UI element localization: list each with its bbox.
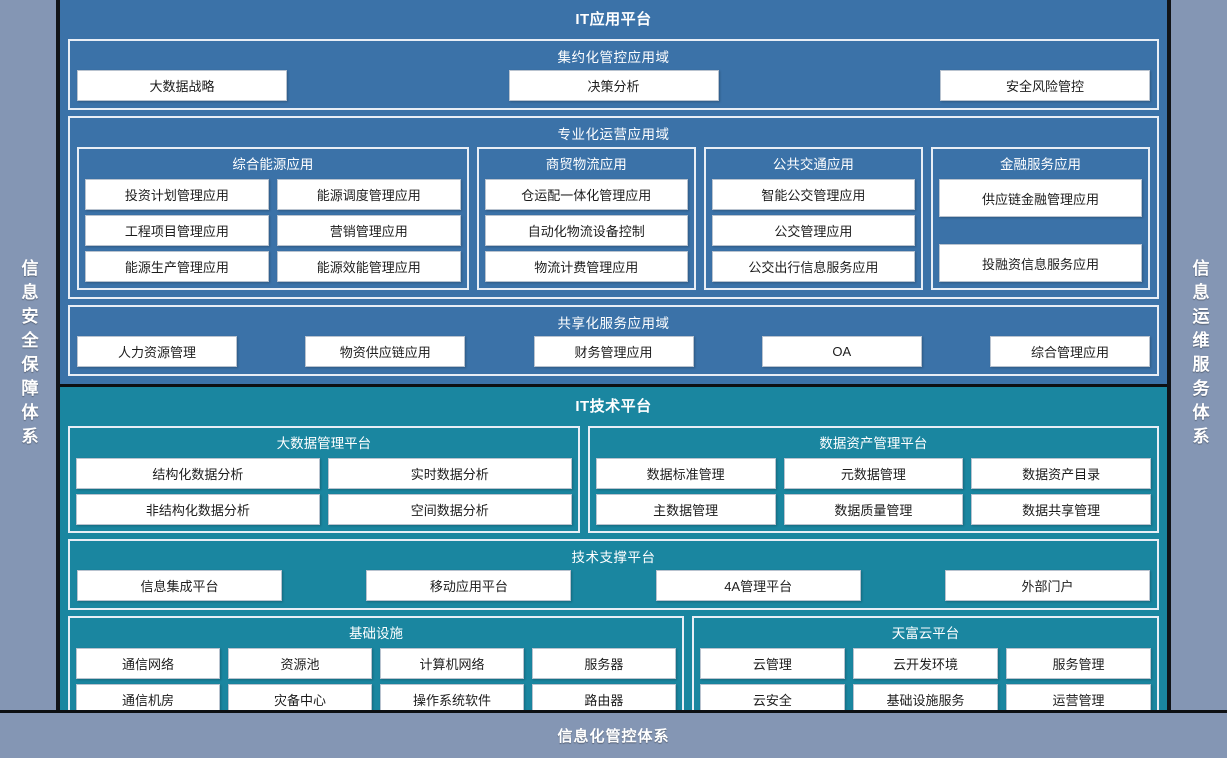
- band-shared-services: 共享化服务应用域 人力资源管理 物资供应链应用 财务管理应用 OA 综合管理应用: [68, 305, 1159, 376]
- platform-stack: IT应用平台 集约化管控应用域 大数据战略 决策分析 安全风险管控 专业化运营应…: [56, 0, 1171, 731]
- chip-logistics-billing-mgmt[interactable]: 物流计费管理应用: [484, 251, 688, 282]
- group-grid: 智能公交管理应用 公交管理应用 公交出行信息服务应用: [711, 179, 915, 282]
- group-grid: 云管理 云开发环境 服务管理 云安全 基础设施服务 运营管理: [699, 648, 1151, 715]
- chip-investment-financing-info-service[interactable]: 投融资信息服务应用: [938, 244, 1142, 282]
- chip-warehouse-transport-integrated[interactable]: 仓运配一体化管理应用: [484, 179, 688, 210]
- band-professional-operations: 专业化运营应用域 综合能源应用 投资计划管理应用 能源调度管理应用 工程项目管理…: [68, 116, 1159, 299]
- group-title: 数据资产管理平台: [819, 436, 928, 451]
- bottom-bar-label: 信息化管控体系: [557, 728, 670, 745]
- chip-resource-pool[interactable]: 资源池: [227, 648, 372, 679]
- chip-bus-mgmt[interactable]: 公交管理应用: [711, 215, 915, 246]
- chip-realtime-data-analysis[interactable]: 实时数据分析: [327, 458, 572, 489]
- group-grid: 结构化数据分析 实时数据分析 非结构化数据分析 空间数据分析: [76, 458, 572, 525]
- bottom-bar-informatization-governance: 信息化管控体系: [0, 710, 1227, 758]
- chip-unstructured-data-analysis[interactable]: 非结构化数据分析: [76, 494, 320, 525]
- band-title: 共享化服务应用域: [557, 316, 670, 331]
- chip-bus-travel-info-service[interactable]: 公交出行信息服务应用: [711, 251, 915, 282]
- left-rail-information-security: 信息安全保障体系: [0, 0, 56, 710]
- band-title: 集约化管控应用域: [557, 50, 670, 65]
- band-intensive-management: 集约化管控应用域 大数据战略 决策分析 安全风险管控: [68, 39, 1159, 110]
- group-title: 天富云平台: [891, 626, 960, 641]
- chip-engineering-project-mgmt[interactable]: 工程项目管理应用: [85, 215, 269, 246]
- chip-operations-mgmt[interactable]: 运营管理: [1005, 684, 1151, 715]
- group-title: 公共交通应用: [772, 157, 854, 172]
- group-data-asset-platform: 数据资产管理平台 数据标准管理 元数据管理 数据资产目录 主数据管理 数据质量管…: [587, 426, 1159, 533]
- group-tianfu-cloud-platform: 天富云平台 云管理 云开发环境 服务管理 云安全 基础设施服务 运营管理: [691, 616, 1159, 723]
- chip-infrastructure-service[interactable]: 基础设施服务: [852, 684, 998, 715]
- chip-mobile-app-platform[interactable]: 移动应用平台: [366, 570, 572, 601]
- group-container: 综合能源应用 投资计划管理应用 能源调度管理应用 工程项目管理应用 营销管理应用…: [77, 147, 1150, 290]
- app-platform-title: IT应用平台: [575, 11, 652, 28]
- tech-platform-title: IT技术平台: [575, 398, 652, 415]
- chip-big-data-strategy[interactable]: 大数据战略: [77, 70, 287, 101]
- chip-supply-chain-finance-mgmt[interactable]: 供应链金融管理应用: [938, 179, 1142, 217]
- band-chip-row: 人力资源管理 物资供应链应用 财务管理应用 OA 综合管理应用: [77, 336, 1150, 367]
- group-big-data-platform: 大数据管理平台 结构化数据分析 实时数据分析 非结构化数据分析 空间数据分析: [68, 426, 580, 533]
- group-grid: 投资计划管理应用 能源调度管理应用 工程项目管理应用 营销管理应用 能源生产管理…: [85, 179, 461, 282]
- chip-server[interactable]: 服务器: [531, 648, 676, 679]
- chip-marketing-mgmt[interactable]: 营销管理应用: [276, 215, 461, 246]
- group-title: 大数据管理平台: [276, 436, 372, 451]
- chip-decision-analysis[interactable]: 决策分析: [508, 70, 719, 101]
- chip-placeholder: [939, 222, 1142, 239]
- chip-energy-efficiency-mgmt[interactable]: 能源效能管理应用: [276, 251, 461, 282]
- group-title: 综合能源应用: [232, 157, 314, 172]
- chip-service-mgmt[interactable]: 服务管理: [1005, 648, 1151, 679]
- chip-data-sharing-mgmt[interactable]: 数据共享管理: [971, 494, 1151, 525]
- chip-metadata-mgmt[interactable]: 元数据管理: [783, 458, 964, 489]
- chip-operating-system-software[interactable]: 操作系统软件: [379, 684, 524, 715]
- chip-communication-room[interactable]: 通信机房: [76, 684, 220, 715]
- chip-human-resources-mgmt[interactable]: 人力资源管理: [77, 336, 237, 367]
- chip-cloud-security[interactable]: 云安全: [699, 684, 845, 715]
- group-title: 商贸物流应用: [545, 157, 627, 172]
- chip-finance-mgmt-app[interactable]: 财务管理应用: [533, 336, 694, 367]
- group-commerce-logistics: 商贸物流应用 仓运配一体化管理应用 自动化物流设备控制 物流计费管理应用: [476, 147, 696, 290]
- chip-spatial-data-analysis[interactable]: 空间数据分析: [327, 494, 572, 525]
- chip-data-asset-catalog[interactable]: 数据资产目录: [971, 458, 1151, 489]
- right-rail-label: 信息运维服务体系: [1189, 259, 1209, 451]
- group-grid: 数据标准管理 元数据管理 数据资产目录 主数据管理 数据质量管理 数据共享管理: [595, 458, 1151, 525]
- chip-computer-network[interactable]: 计算机网络: [379, 648, 524, 679]
- chip-cloud-dev-environment[interactable]: 云开发环境: [852, 648, 998, 679]
- chip-data-standard-mgmt[interactable]: 数据标准管理: [595, 458, 776, 489]
- band-title: 专业化运营应用域: [557, 127, 670, 142]
- group-grid: 仓运配一体化管理应用 自动化物流设备控制 物流计费管理应用: [484, 179, 688, 282]
- chip-investment-plan-mgmt[interactable]: 投资计划管理应用: [85, 179, 269, 210]
- chip-structured-data-analysis[interactable]: 结构化数据分析: [76, 458, 320, 489]
- right-rail-it-operations: 信息运维服务体系: [1171, 0, 1227, 710]
- group-grid: 通信网络 资源池 计算机网络 服务器 通信机房 灾备中心 操作系统软件 路由器: [76, 648, 676, 715]
- chip-security-risk-control[interactable]: 安全风险管控: [940, 70, 1150, 101]
- group-public-transport: 公共交通应用 智能公交管理应用 公交管理应用 公交出行信息服务应用: [703, 147, 923, 290]
- chip-material-supply-chain-app[interactable]: 物资供应链应用: [305, 336, 466, 367]
- chip-external-portal[interactable]: 外部门户: [944, 570, 1150, 601]
- band-chip-row: 信息集成平台 移动应用平台 4A管理平台 外部门户: [77, 570, 1150, 601]
- chip-cloud-mgmt[interactable]: 云管理: [699, 648, 845, 679]
- band-data-platforms: 大数据管理平台 结构化数据分析 实时数据分析 非结构化数据分析 空间数据分析 数…: [68, 426, 1159, 533]
- group-title: 金融服务应用: [999, 157, 1081, 172]
- chip-automated-logistics-equipment[interactable]: 自动化物流设备控制: [484, 215, 688, 246]
- chip-master-data-mgmt[interactable]: 主数据管理: [595, 494, 776, 525]
- band-chip-row: 大数据战略 决策分析 安全风险管控: [77, 70, 1150, 101]
- group-title: 基础设施: [348, 626, 403, 641]
- chip-energy-dispatch-mgmt[interactable]: 能源调度管理应用: [276, 179, 461, 210]
- chip-energy-production-mgmt[interactable]: 能源生产管理应用: [85, 251, 269, 282]
- it-technology-platform: IT技术平台 大数据管理平台 结构化数据分析 实时数据分析 非结构化数据分析 空…: [60, 384, 1167, 731]
- chip-info-integration-platform[interactable]: 信息集成平台: [77, 570, 282, 601]
- group-infrastructure: 基础设施 通信网络 资源池 计算机网络 服务器 通信机房 灾备中心 操作系统软件…: [68, 616, 684, 723]
- band-title: 技术支撑平台: [571, 550, 656, 565]
- chip-oa[interactable]: OA: [761, 336, 922, 367]
- band-infrastructure-cloud: 基础设施 通信网络 资源池 计算机网络 服务器 通信机房 灾备中心 操作系统软件…: [68, 616, 1159, 723]
- it-application-platform: IT应用平台 集约化管控应用域 大数据战略 决策分析 安全风险管控 专业化运营应…: [60, 0, 1167, 384]
- chip-communication-network[interactable]: 通信网络: [76, 648, 220, 679]
- chip-integrated-mgmt-app[interactable]: 综合管理应用: [990, 336, 1150, 367]
- group-grid: 供应链金融管理应用 投融资信息服务应用: [938, 179, 1142, 282]
- left-rail-label: 信息安全保障体系: [18, 259, 38, 451]
- group-financial-services: 金融服务应用 供应链金融管理应用 投融资信息服务应用: [930, 147, 1150, 290]
- chip-data-quality-mgmt[interactable]: 数据质量管理: [783, 494, 964, 525]
- band-technical-support-platform: 技术支撑平台 信息集成平台 移动应用平台 4A管理平台 外部门户: [68, 539, 1159, 610]
- chip-smart-bus-mgmt[interactable]: 智能公交管理应用: [711, 179, 915, 210]
- group-integrated-energy: 综合能源应用 投资计划管理应用 能源调度管理应用 工程项目管理应用 营销管理应用…: [77, 147, 469, 290]
- chip-4a-mgmt-platform[interactable]: 4A管理平台: [655, 570, 861, 601]
